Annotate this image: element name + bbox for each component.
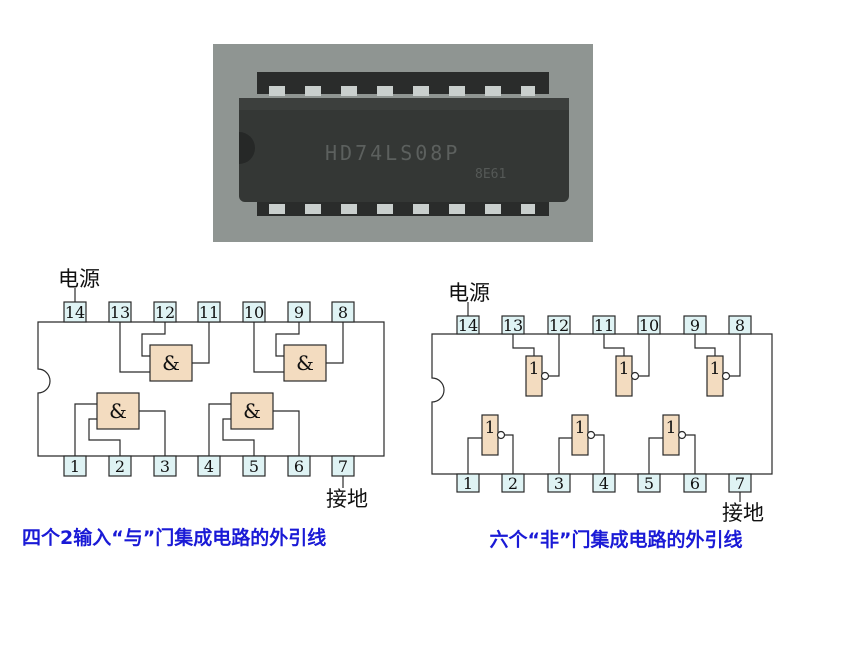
- pin-label: 6: [294, 457, 304, 476]
- pin-label: 5: [644, 474, 654, 493]
- ground-label: 接地: [722, 501, 764, 525]
- and-gate-symbol: &: [243, 399, 261, 423]
- pin-label: 11: [199, 303, 219, 322]
- not-gate-symbol: 1: [710, 359, 721, 379]
- not-gate-symbol: 1: [529, 359, 540, 379]
- pin-label: 12: [549, 316, 569, 335]
- pin-label: 1: [70, 457, 80, 476]
- and-diagram-caption: 四个2输入“与”门集成电路的外引线: [22, 527, 327, 549]
- chip-marking: HD74LS08P: [325, 141, 460, 165]
- and-gate-pinout-diagram: 电源 接地 14 13 12 11 10 9 8 1 2 3 4 5 6 7 &…: [37, 267, 385, 511]
- pin-label: 9: [294, 303, 304, 322]
- and-gate-symbol: &: [162, 351, 180, 375]
- not-gate-symbol: 1: [666, 418, 677, 438]
- and-gate-symbol: &: [109, 399, 127, 423]
- pin-label: 4: [204, 457, 214, 476]
- pin-label: 8: [338, 303, 348, 322]
- pin-label: 2: [115, 457, 125, 476]
- power-label: 电源: [58, 267, 100, 291]
- pin-label: 10: [244, 303, 264, 322]
- pin-label: 11: [594, 316, 614, 335]
- chip-top-leads: [269, 86, 535, 96]
- pin-label: 3: [160, 457, 170, 476]
- pin-label: 14: [458, 316, 478, 335]
- pin-label: 1: [463, 474, 473, 493]
- not-gate-symbol: 1: [619, 359, 630, 379]
- pin-label: 14: [65, 303, 85, 322]
- pin-label: 5: [249, 457, 259, 476]
- ic-chip-photo: HD74LS08P 8E61: [213, 44, 593, 242]
- pin-label: 13: [503, 316, 523, 335]
- power-label: 电源: [448, 281, 490, 305]
- chip-code: 8E61: [475, 167, 506, 182]
- pin-label: 12: [155, 303, 175, 322]
- pin-label: 2: [508, 474, 518, 493]
- not-diagram-caption: 六个“非”门集成电路的外引线: [489, 529, 743, 551]
- not-gate-symbol: 1: [485, 418, 496, 438]
- and-gate-symbol: &: [296, 351, 314, 375]
- pin-label: 10: [639, 316, 659, 335]
- pin-label: 6: [690, 474, 700, 493]
- not-gate-symbol: 1: [575, 418, 586, 438]
- pin-label: 8: [735, 316, 745, 335]
- pin-label: 7: [338, 457, 348, 476]
- not-gate-pinout-diagram: 电源 接地 14 13 12 11 10 9 8 1 2 3 4 5 6 7 1…: [431, 281, 773, 525]
- pin-label: 4: [599, 474, 609, 493]
- pin-label: 13: [110, 303, 130, 322]
- pin-label: 7: [735, 474, 745, 493]
- ground-label: 接地: [326, 487, 368, 511]
- chip-bottom-leads: [269, 204, 535, 214]
- pin-label: 9: [690, 316, 700, 335]
- pin-label: 3: [554, 474, 564, 493]
